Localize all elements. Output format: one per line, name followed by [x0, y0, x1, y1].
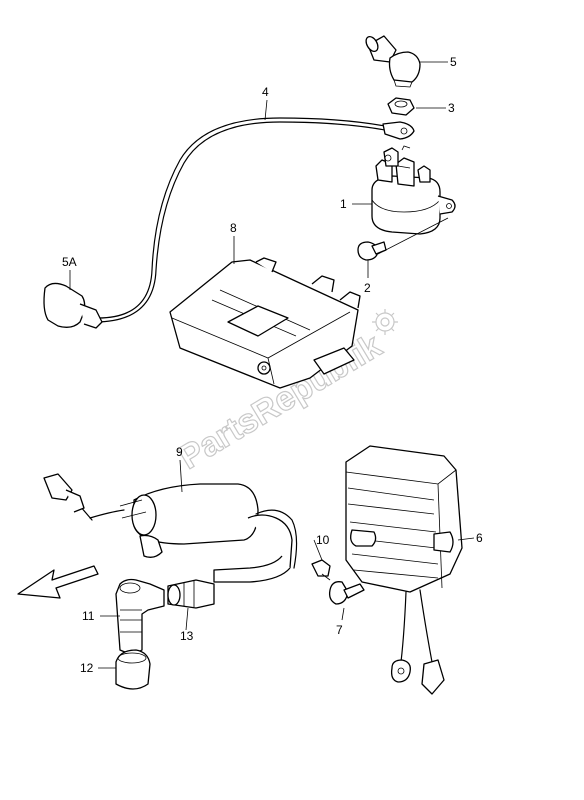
part-3-nut: [387, 97, 415, 116]
label-5a: 5A: [62, 255, 77, 269]
part-1-starter-relay: [371, 145, 456, 235]
part-10-screw: [311, 559, 331, 581]
label-5: 5: [450, 55, 457, 69]
label-9: 9: [176, 445, 183, 459]
label-6: 6: [476, 531, 483, 545]
label-4: 4: [262, 85, 269, 99]
part-6-regulator-rectifier: [345, 445, 463, 695]
label-13: 13: [180, 629, 194, 643]
part-12-cover: [115, 649, 151, 690]
label-7: 7: [336, 623, 343, 637]
label-2: 2: [364, 281, 371, 295]
gear-icon: [372, 309, 398, 335]
part-13-seal: [167, 579, 215, 609]
part-5a-boot: [43, 282, 103, 329]
part-4-cable: [94, 117, 415, 323]
label-8: 8: [230, 221, 237, 235]
front-arrow-icon: [17, 565, 99, 599]
part-2-screw: [357, 241, 387, 261]
part-labels: 5 3 4 1 8 5A 2 9 6 10 7 11 13 12: [62, 55, 483, 675]
label-3: 3: [448, 101, 455, 115]
part-8-ignitor-unit: [169, 257, 361, 389]
label-1: 1: [340, 197, 347, 211]
leader-lines: [69, 61, 475, 669]
part-11-plug-cap: [115, 578, 165, 654]
label-10: 10: [316, 533, 330, 547]
part-7-bolt: [328, 581, 365, 605]
part-9-ignition-coil: [43, 473, 298, 583]
part-5-cap: [365, 35, 421, 88]
label-11: 11: [82, 609, 95, 623]
label-12: 12: [80, 661, 94, 675]
